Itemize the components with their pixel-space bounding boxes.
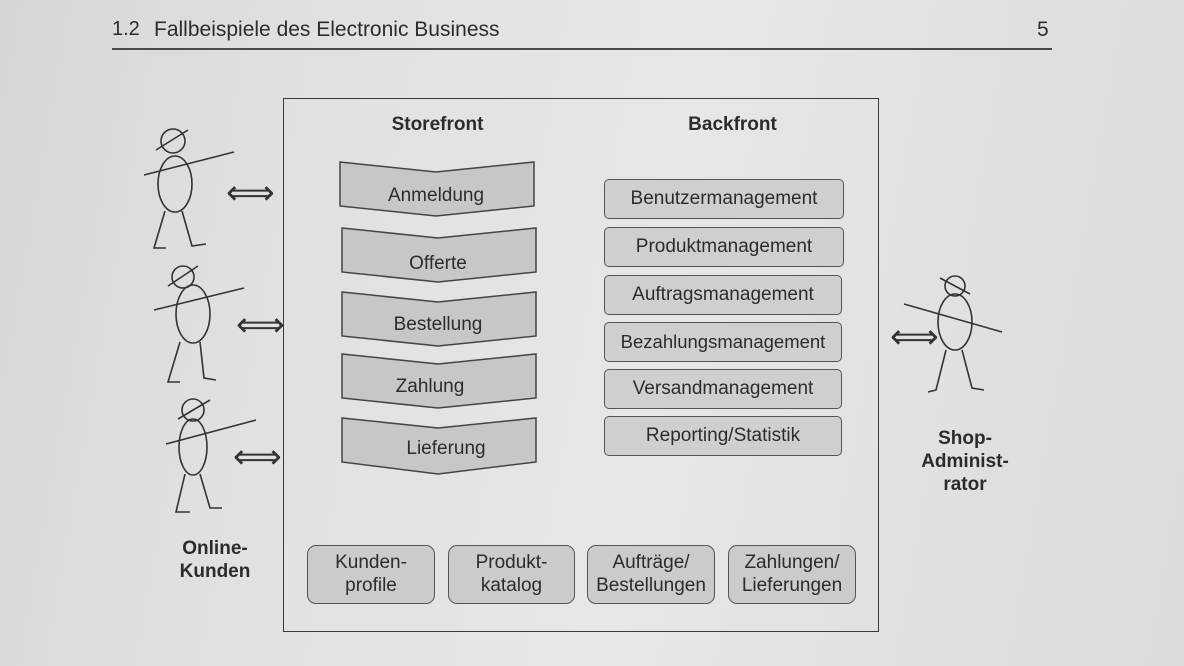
step-shape-anmeldung xyxy=(339,161,535,217)
data-store-line: katalog xyxy=(480,574,543,596)
data-store-line: Produkt- xyxy=(475,551,548,573)
data-store-kundenprofile: Kunden- profile xyxy=(307,545,435,604)
data-store-produktkatalog: Produkt- katalog xyxy=(448,545,575,604)
step-label: Zahlung xyxy=(395,376,465,397)
data-store-zahlungen: Zahlungen/ Lieferungen xyxy=(728,545,856,604)
actor-label-line: Kunden xyxy=(179,560,251,582)
backfront-item-benutzermanagement: Benutzermanagement xyxy=(604,179,844,219)
online-customers-label: Online- Kunden xyxy=(160,538,270,584)
step-label: Anmeldung xyxy=(387,185,485,206)
step-shape-bestellung xyxy=(341,291,537,347)
bidirectional-arrow-icon: ⟺ xyxy=(226,174,275,212)
backfront-item-bezahlungsmanagement: Bezahlungsmanagement xyxy=(604,322,842,362)
backfront-item-produktmanagement: Produktmanagement xyxy=(604,227,844,267)
data-store-line: Lieferungen xyxy=(741,574,843,596)
backfront-item-auftragsmanagement: Auftragsmanagement xyxy=(604,275,842,315)
bidirectional-arrow-icon: ⟺ xyxy=(236,306,285,344)
data-store-auftraege: Aufträge/ Bestellungen xyxy=(587,545,715,604)
step-shape-offerte xyxy=(341,227,537,283)
actor-label-line: Online- xyxy=(182,538,248,559)
shop-admin-label: Shop- Administ- rator xyxy=(905,428,1025,496)
header-rule xyxy=(112,48,1052,50)
system-frame xyxy=(283,98,879,632)
backfront-item-reporting: Reporting/Statistik xyxy=(604,416,842,456)
storefront-title: Storefront xyxy=(391,114,484,135)
bidirectional-arrow-icon: ⟺ xyxy=(233,438,282,476)
section-title: Fallbeispiele des Electronic Business xyxy=(154,18,500,41)
step-label: Bestellung xyxy=(393,314,483,335)
actor-label-line: Shop- xyxy=(938,428,992,449)
data-store-line: Kunden- xyxy=(335,551,407,573)
step-label: Offerte xyxy=(409,253,467,274)
actor-label-line: rator xyxy=(943,473,987,495)
step-shape-lieferung xyxy=(341,417,537,475)
admin-figure-icon xyxy=(903,275,1003,393)
data-store-line: profile xyxy=(345,574,397,596)
step-shape-zahlung xyxy=(341,353,537,409)
customer-figure-icon xyxy=(165,398,257,513)
step-label: Lieferung xyxy=(406,438,486,459)
customer-figure-icon xyxy=(143,128,235,249)
page-number: 5 xyxy=(1037,18,1049,41)
customer-figure-icon xyxy=(153,265,245,383)
actor-label-line: Administ- xyxy=(921,450,1009,472)
section-number: 1.2 xyxy=(112,18,140,40)
data-store-line: Bestellungen xyxy=(596,574,706,596)
backfront-title: Backfront xyxy=(688,114,777,135)
data-store-line: Aufträge/ xyxy=(612,551,690,573)
bidirectional-arrow-icon: ⟺ xyxy=(890,318,939,356)
backfront-item-versandmanagement: Versandmanagement xyxy=(604,369,842,409)
data-store-line: Zahlungen/ xyxy=(744,551,840,573)
